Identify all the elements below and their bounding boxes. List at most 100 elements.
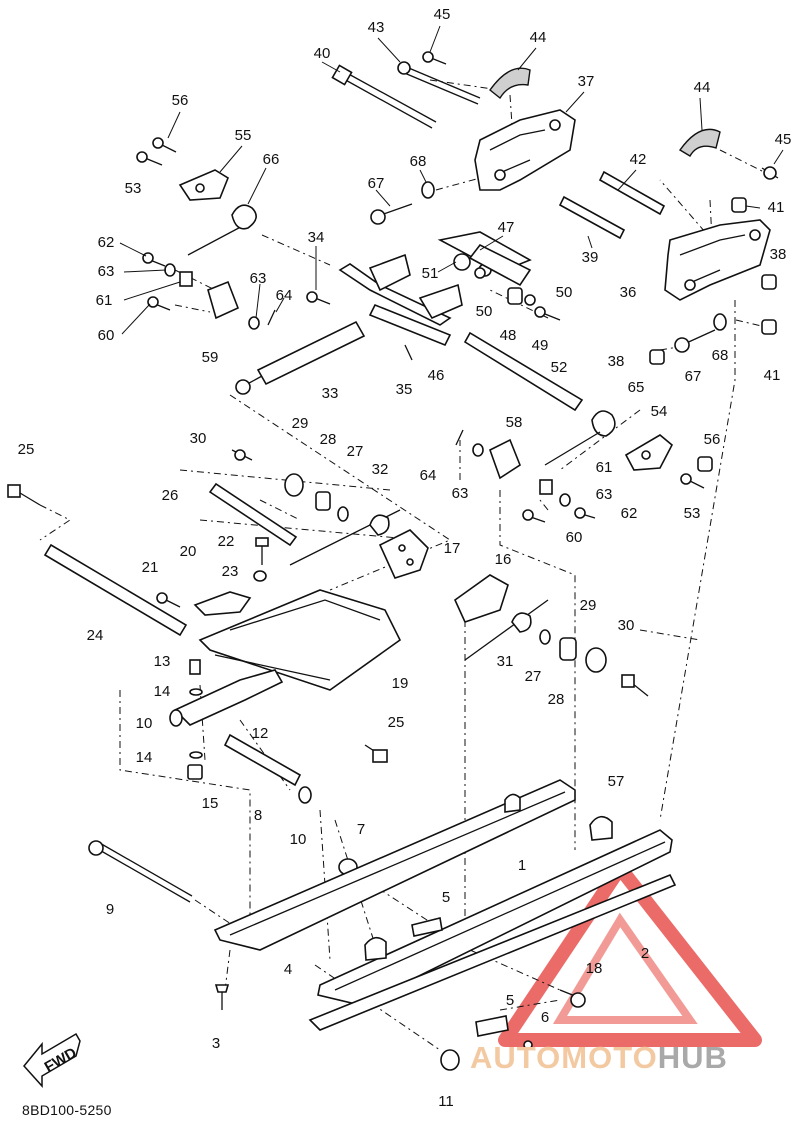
- callout-60: 60: [566, 529, 583, 546]
- stopper-57: [589, 815, 613, 841]
- callout-64: 64: [276, 287, 293, 304]
- leader-lines: [119, 25, 784, 335]
- bolt-43: [397, 61, 481, 105]
- bushing-28b: [559, 637, 577, 661]
- collar-68a: [421, 181, 435, 199]
- callout-29: 29: [292, 415, 309, 432]
- callout-39: 39: [582, 249, 599, 266]
- slide-rail-right: [213, 779, 576, 951]
- stopper-4: [364, 936, 387, 961]
- callout-53: 53: [125, 180, 142, 197]
- shaft-52: [463, 331, 584, 412]
- callout-30: 30: [190, 430, 207, 447]
- shaft-24: [43, 543, 188, 637]
- callout-21: 21: [142, 559, 159, 576]
- callout-18: 18: [586, 960, 603, 977]
- callout-51: 51: [422, 265, 439, 282]
- callout-2: 2: [641, 945, 649, 962]
- callout-62: 62: [98, 234, 115, 251]
- callout-42: 42: [630, 151, 647, 168]
- rear-bracket-right-37: [474, 109, 576, 191]
- washer-63c: [472, 443, 484, 457]
- callout-5: 5: [442, 889, 450, 906]
- callout-17: 17: [444, 540, 461, 557]
- callout-28: 28: [320, 431, 337, 448]
- callout-59: 59: [202, 349, 219, 366]
- nut-41a: [731, 197, 747, 213]
- callout-47: 47: [498, 219, 515, 236]
- callout-41: 41: [768, 199, 785, 216]
- bolt-34: [306, 291, 331, 305]
- washer-63b: [248, 316, 260, 330]
- callout-68: 68: [410, 153, 427, 170]
- callout-13: 13: [154, 653, 171, 670]
- callout-25: 25: [388, 714, 405, 731]
- callout-38: 38: [770, 246, 787, 263]
- callout-19: 19: [392, 675, 409, 692]
- washer-27a: [337, 506, 349, 522]
- callout-31: 31: [497, 653, 514, 670]
- callout-44: 44: [530, 29, 547, 46]
- callout-15: 15: [202, 795, 219, 812]
- pin-35: [404, 344, 413, 361]
- callout-61: 61: [596, 459, 613, 476]
- bolt-56b: [697, 456, 713, 472]
- bolt-13: [189, 659, 201, 675]
- callout-8: 8: [254, 807, 262, 824]
- callout-45: 45: [434, 6, 451, 23]
- pin-64a: [267, 309, 276, 326]
- callout-41: 41: [764, 367, 781, 384]
- bolt-62b: [574, 507, 596, 519]
- bolt-60b: [522, 509, 546, 523]
- bushing-48: [507, 287, 523, 305]
- callout-5: 5: [506, 992, 514, 1009]
- bolt-49: [534, 306, 561, 321]
- bolt-67b: [674, 329, 716, 353]
- arm-16: [453, 574, 509, 623]
- callout-65: 65: [628, 379, 645, 396]
- bolt-67a: [370, 203, 413, 225]
- clip-5b: [475, 1015, 509, 1037]
- bolt-60a: [147, 296, 171, 311]
- slide-rail-left: [317, 829, 673, 1006]
- callout-57: 57: [608, 773, 625, 790]
- callout-29: 29: [580, 597, 597, 614]
- callout-48: 48: [500, 327, 517, 344]
- callout-61: 61: [96, 292, 113, 309]
- callout-63: 63: [596, 486, 613, 503]
- callout-67: 67: [685, 368, 702, 385]
- plate-17: [378, 529, 429, 579]
- callout-38: 38: [608, 353, 625, 370]
- collar-10a: [169, 709, 183, 727]
- callout-32: 32: [372, 461, 389, 478]
- bolt-38a: [761, 274, 777, 290]
- callout-14: 14: [154, 683, 171, 700]
- block-61a: [179, 271, 193, 287]
- callout-56: 56: [172, 92, 189, 109]
- callout-27: 27: [347, 443, 364, 460]
- pin-64b: [455, 429, 464, 446]
- nut-41b: [761, 319, 777, 335]
- callout-37: 37: [578, 73, 595, 90]
- callout-10: 10: [136, 715, 153, 732]
- callout-35: 35: [396, 381, 413, 398]
- bushing-28a: [315, 491, 331, 511]
- callout-33: 33: [322, 385, 339, 402]
- arm-12: [173, 669, 284, 726]
- bolt-25a: [7, 484, 41, 506]
- washer-14b: [189, 751, 203, 759]
- nut-11: [440, 1049, 460, 1071]
- callout-24: 24: [87, 627, 104, 644]
- callout-20: 20: [180, 543, 197, 560]
- callout-55: 55: [235, 127, 252, 144]
- bolt-45b: [761, 166, 779, 180]
- washer-63d: [559, 493, 571, 507]
- block-58: [489, 438, 521, 480]
- callout-40: 40: [314, 45, 331, 62]
- callout-60: 60: [98, 327, 115, 344]
- front-arm-19: [198, 589, 402, 691]
- callout-27: 27: [525, 668, 542, 685]
- bolt-56a: [152, 137, 177, 153]
- callout-16: 16: [495, 551, 512, 568]
